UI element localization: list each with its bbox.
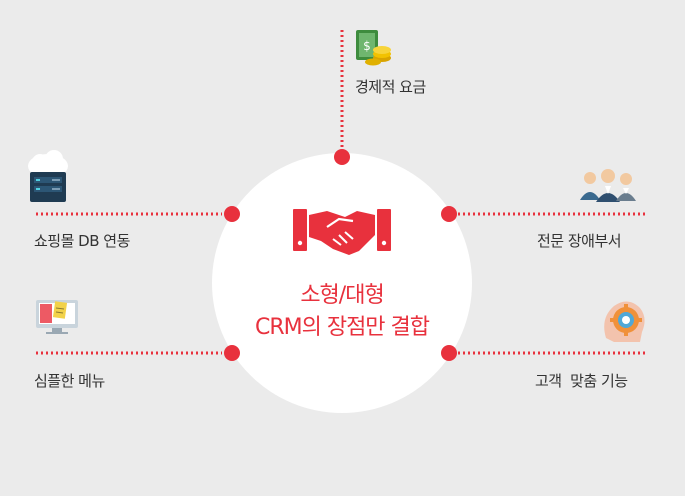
dot-right-upper — [441, 206, 457, 222]
dot-left-upper — [224, 206, 240, 222]
label-top: 경제적 요금 — [355, 78, 426, 96]
label-right-lower: 고객 맞춤 기능 — [535, 372, 628, 390]
label-left-lower: 심플한 메뉴 — [34, 372, 105, 390]
center-title-line1: 소형/대형 — [300, 283, 384, 308]
label-right-upper: 전문 장애부서 — [537, 232, 622, 250]
monitor-menu-icon — [36, 300, 78, 334]
center-circle — [212, 153, 472, 413]
dot-right-lower — [441, 345, 457, 361]
dot-left-lower — [224, 345, 240, 361]
cloud-server-icon — [28, 150, 68, 202]
gear-head-icon — [604, 301, 645, 342]
dot-top — [334, 149, 350, 165]
svg-text:$: $ — [363, 39, 371, 53]
money-coins-icon: $ — [356, 30, 391, 66]
center-title-line2: CRM의 장점만 결합 — [254, 315, 430, 340]
label-left-upper: 쇼핑몰 DB 연동 — [34, 232, 130, 250]
handshake-icon — [293, 209, 391, 255]
team-people-icon — [580, 169, 636, 202]
